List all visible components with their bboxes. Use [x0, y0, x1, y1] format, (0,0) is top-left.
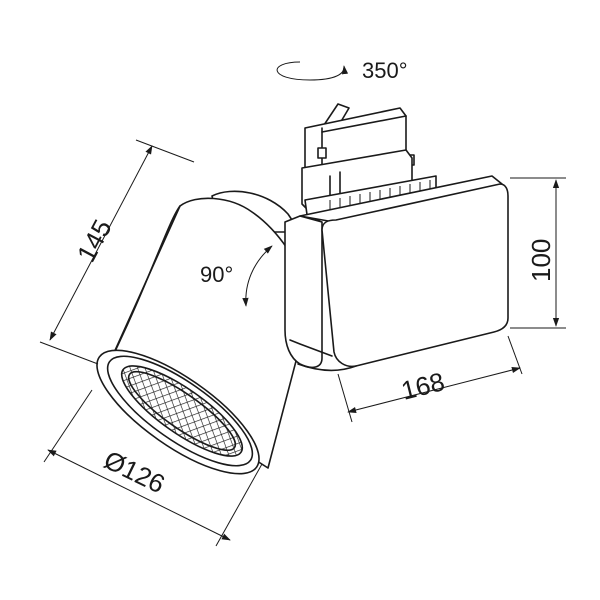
- tilt-90-label: 90°: [200, 262, 233, 287]
- honeycomb-grille: [120, 365, 244, 457]
- dimension-126-label: Ø126: [99, 444, 169, 499]
- dimension-168-label: 168: [398, 366, 447, 406]
- dimension-100-label: 100: [526, 239, 556, 282]
- rotation-350-indicator: 350°: [276, 58, 408, 83]
- rotation-350-label: 350°: [362, 58, 408, 83]
- dimension-145-label: 145: [71, 214, 118, 266]
- tilt-90-indicator: 90°: [200, 245, 273, 307]
- adapter-box: [284, 175, 509, 372]
- dimension-100: 100: [510, 177, 566, 329]
